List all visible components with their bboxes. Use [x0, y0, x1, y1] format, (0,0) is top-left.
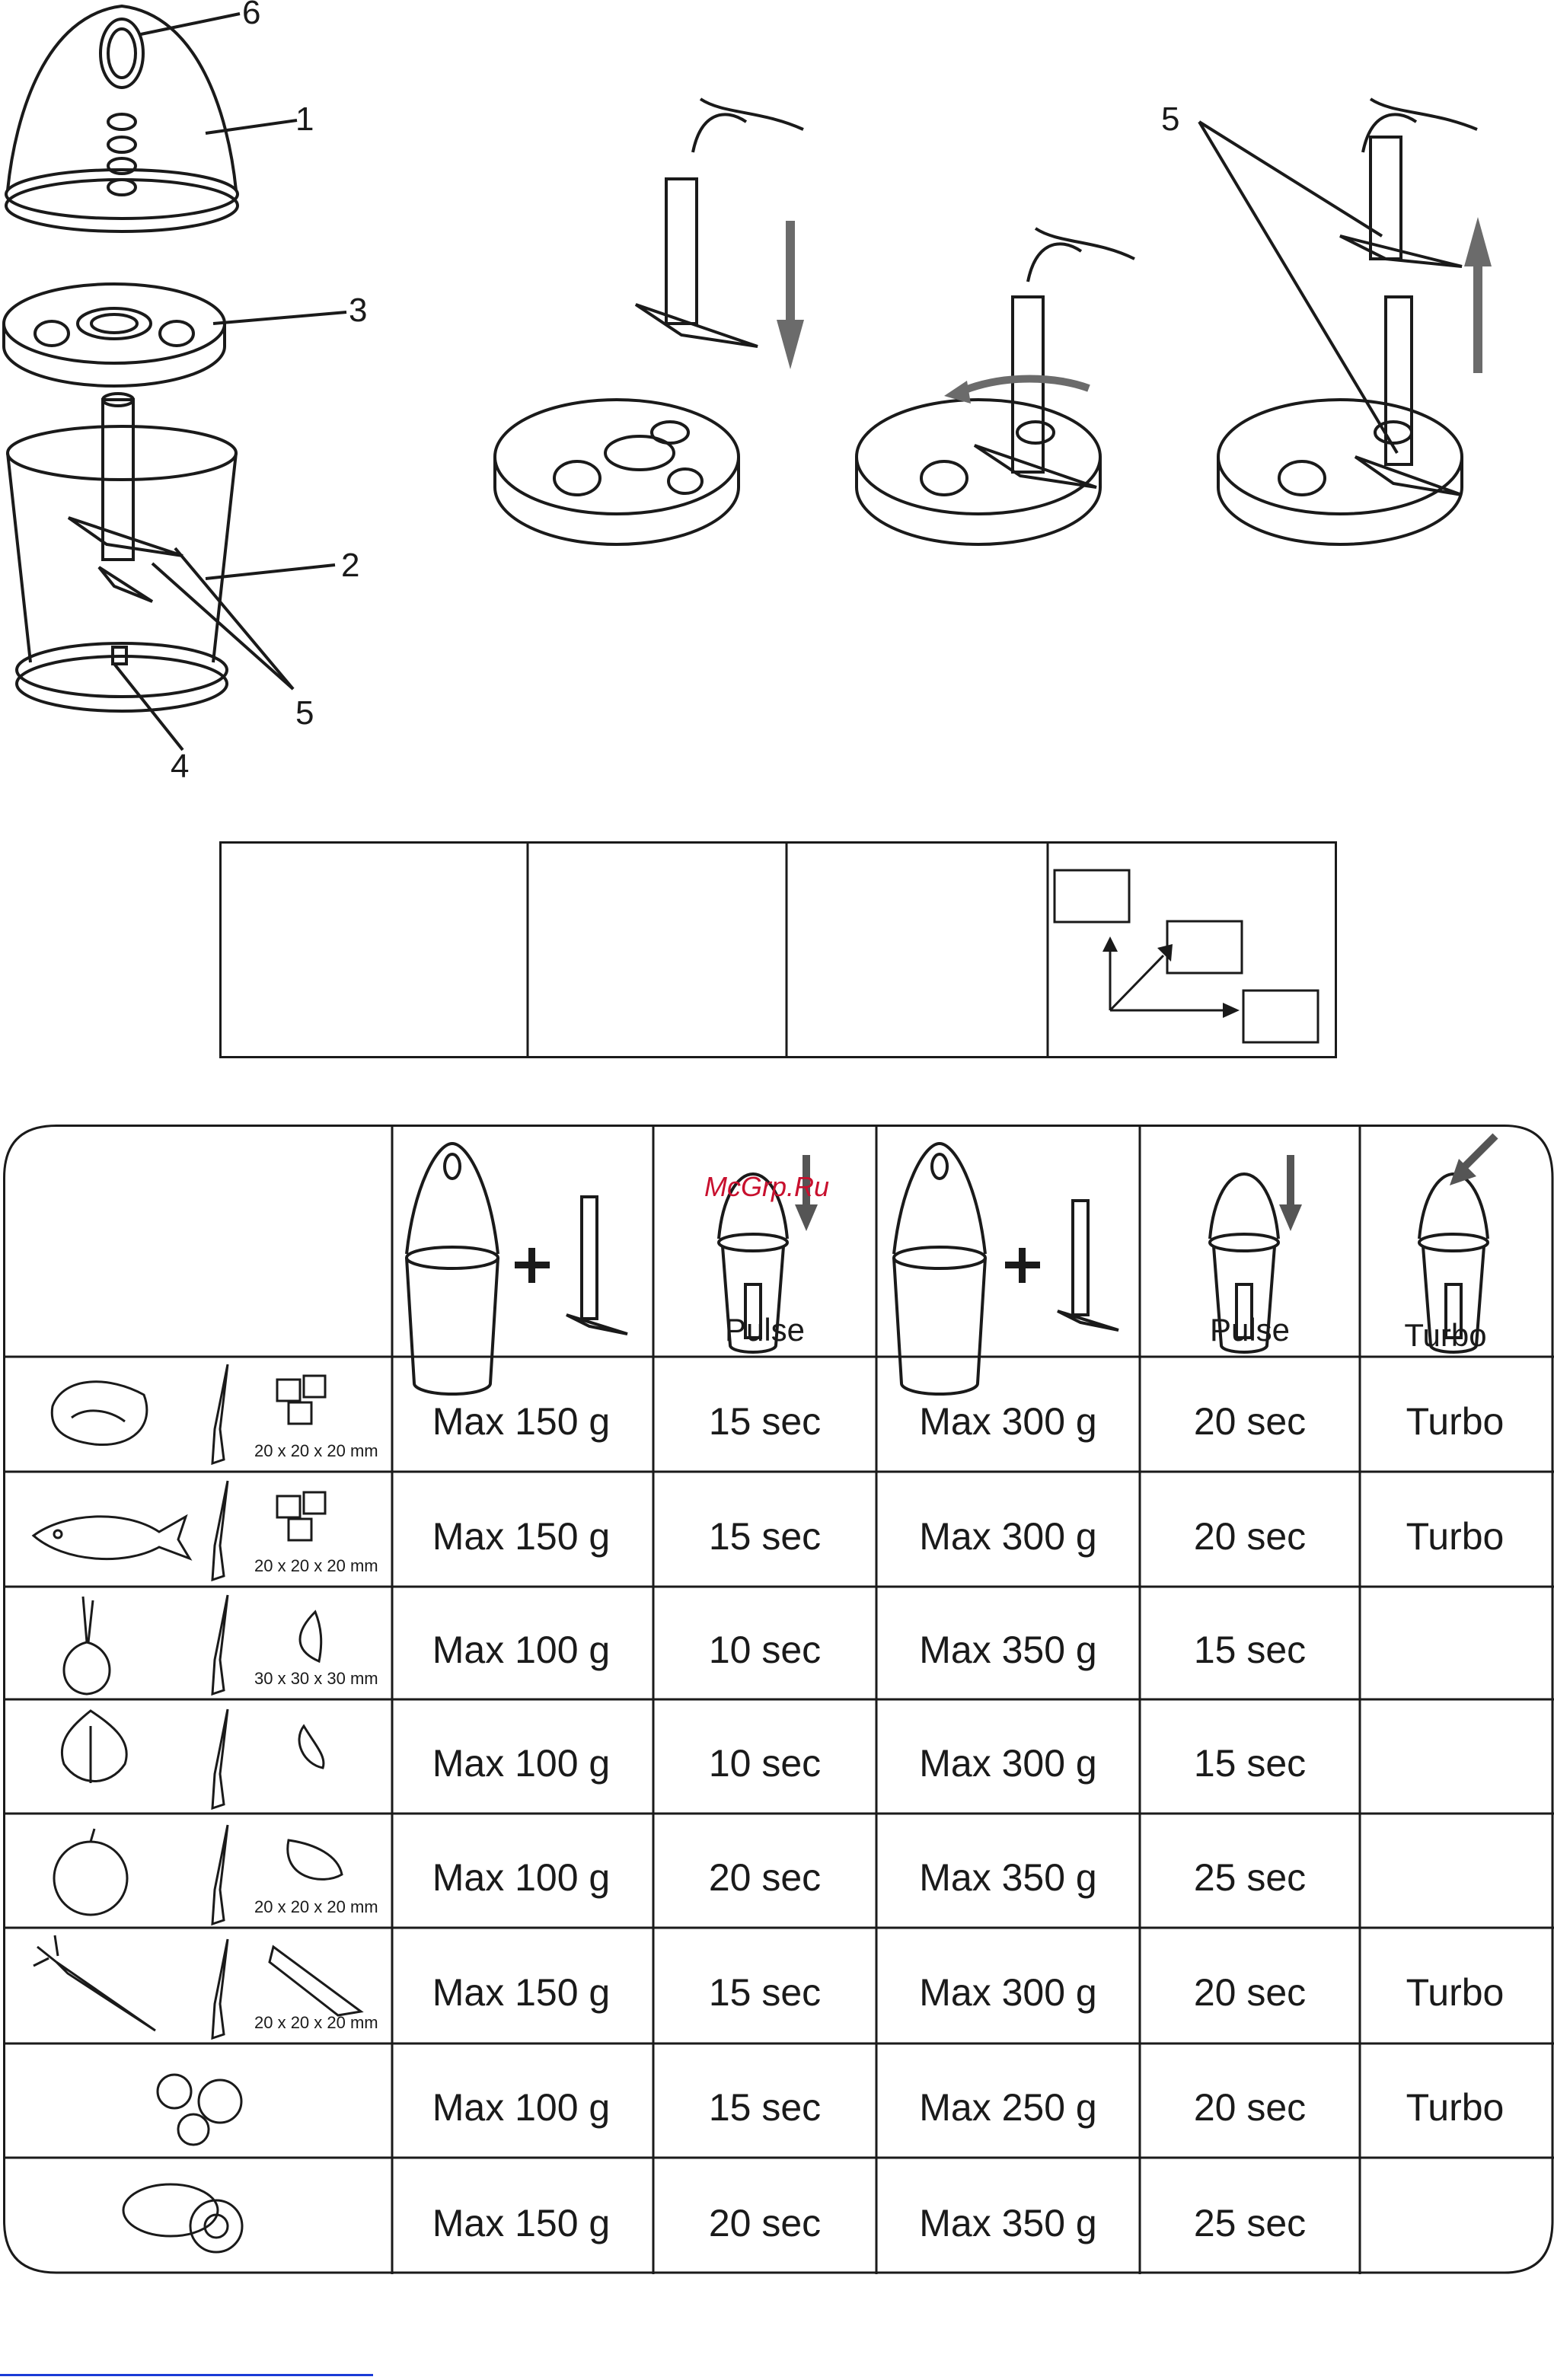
small-time-cell: 15 sec [708, 2086, 822, 2129]
onion-piece-icon [298, 1610, 323, 1664]
carrot-piece-icon [268, 1945, 364, 2017]
mode-cell: Turbo [1406, 1971, 1505, 2014]
knife-icon-3 [211, 1594, 229, 1696]
large-time-cell: 20 sec [1193, 1971, 1307, 2014]
header-pulse-label-large: Pulse [1209, 1312, 1291, 1348]
press-down-arrow-icon [795, 1155, 818, 1231]
callout-1: 1 [295, 100, 314, 138]
arrow-up-icon [1102, 936, 1118, 952]
watermark: McGrp.Ru [704, 1171, 830, 1202]
cubes-icon [276, 1374, 327, 1425]
knife-icon-6 [211, 1938, 229, 2040]
small-time-cell: 20 sec [708, 1856, 822, 1899]
header-pulse-label-small: Pulse [724, 1312, 806, 1348]
footer-link-underline[interactable] [0, 2374, 373, 2376]
cut-size-label: 20 x 20 x 20 mm [254, 1441, 378, 1460]
press-down-arrow-icon-2 [1279, 1155, 1302, 1231]
callout-4: 4 [171, 748, 190, 785]
large-amount-cell: Max 250 g [919, 2086, 1097, 2129]
knife-icon-4 [211, 1708, 229, 1811]
large-time-cell: 20 sec [1193, 1514, 1307, 1558]
plus-icon-2 [1005, 1248, 1040, 1283]
large-time-cell: 15 sec [1193, 1629, 1307, 1671]
small-amount-cell: Max 150 g [432, 2201, 611, 2244]
nuts-icon [156, 2073, 243, 2146]
apple-icon [53, 1828, 129, 1916]
callout-5-steps: 5 [1161, 100, 1180, 138]
assembly-steps-illustration [365, 0, 1538, 563]
knife-icon-5 [211, 1824, 229, 1926]
header-turbo-label: Turbo [1404, 1317, 1487, 1353]
small-amount-cell: Max 100 g [432, 1629, 611, 1671]
large-amount-cell: Max 300 g [919, 1399, 1097, 1443]
mode-cell: Turbo [1406, 2086, 1505, 2129]
fish-icon [31, 1514, 193, 1561]
small-time-cell: 10 sec [708, 1629, 822, 1671]
chopper-parts-drawing [2, 4, 347, 751]
knife-icon [211, 1364, 229, 1466]
large-amount-cell: Max 350 g [919, 1856, 1097, 1899]
large-time-cell: 25 sec [1193, 1856, 1307, 1899]
callout-3: 3 [349, 292, 368, 329]
pulse-chopper-icon-2 [1208, 1172, 1280, 1354]
turbo-press-arrow-icon [1450, 1133, 1498, 1185]
small-amount-cell: Max 100 g [432, 2086, 611, 2129]
small-time-cell: 20 sec [708, 2201, 822, 2244]
blade-insertion-drawing [493, 97, 1492, 546]
large-time-cell: 15 sec [1193, 1742, 1307, 1785]
small-amount-cell: Max 100 g [432, 1742, 611, 1785]
processing-table-grid [3, 1125, 1554, 2274]
callout-6: 6 [242, 0, 261, 31]
large-amount-cell: Max 300 g [919, 1971, 1097, 2014]
garlic-clove-icon [298, 1724, 325, 1769]
callout-5: 5 [295, 694, 314, 732]
pulse-chopper-icon [717, 1172, 789, 1354]
cut-size-label: 20 x 20 x 20 mm [254, 1897, 378, 1916]
small-amount-cell: Max 150 g [432, 1514, 611, 1558]
symbol-legend-table [219, 841, 1337, 1058]
arrow-right-icon [1223, 1003, 1240, 1018]
small-amount-cell: Max 100 g [432, 1856, 611, 1899]
small-time-cell: 10 sec [708, 1742, 822, 1785]
apple-slice-icon [286, 1839, 343, 1881]
large-bowl-with-blade-icon [892, 1141, 1119, 1396]
small-bowl-with-blade-icon [405, 1141, 628, 1396]
plus-icon [515, 1248, 550, 1283]
garlic-icon [60, 1709, 128, 1783]
mode-cell: Turbo [1406, 1399, 1505, 1443]
legend-table-grid [219, 841, 1337, 1058]
carrot-icon [33, 1935, 156, 2032]
egg-icon [122, 2183, 244, 2254]
small-amount-cell: Max 150 g [432, 1399, 611, 1443]
large-amount-cell: Max 350 g [919, 2201, 1097, 2244]
cut-size-label: 20 x 20 x 20 mm [254, 2013, 378, 2032]
cut-size-label: 20 x 20 x 20 mm [254, 1556, 378, 1575]
arrow-diagonal-icon [1157, 944, 1173, 962]
mode-cell: Turbo [1406, 1514, 1505, 1558]
callout-2: 2 [341, 547, 360, 584]
large-amount-cell: Max 350 g [919, 1629, 1097, 1671]
large-time-cell: 25 sec [1193, 2201, 1307, 2244]
cut-size-label: 30 x 30 x 30 mm [254, 1669, 378, 1688]
large-time-cell: 20 sec [1193, 1399, 1307, 1443]
large-time-cell: 20 sec [1193, 2086, 1307, 2129]
turbo-chopper-icon [1418, 1172, 1489, 1354]
large-amount-cell: Max 300 g [919, 1514, 1097, 1558]
small-time-cell: 15 sec [708, 1971, 822, 2014]
meat-icon [50, 1380, 148, 1447]
exploded-view-illustration [0, 0, 487, 792]
small-amount-cell: Max 150 g [432, 1971, 611, 2014]
knife-icon-2 [211, 1480, 229, 1582]
small-time-cell: 15 sec [708, 1514, 822, 1558]
large-amount-cell: Max 300 g [919, 1742, 1097, 1785]
processing-table [3, 1125, 1554, 2274]
cubes-icon-2 [276, 1491, 327, 1542]
small-time-cell: 15 sec [708, 1399, 822, 1443]
onion-icon [62, 1596, 111, 1696]
